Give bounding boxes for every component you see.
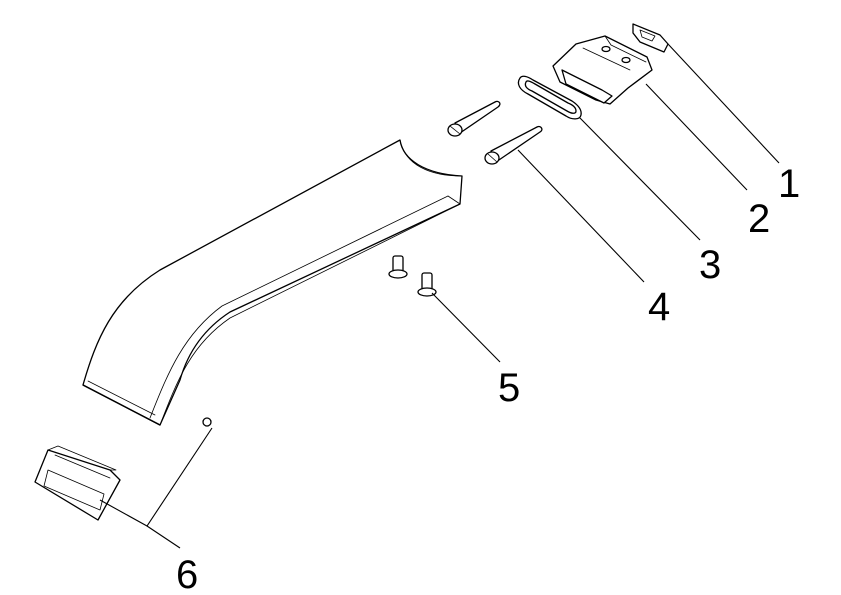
part-5-rivet-right[interactable] bbox=[417, 272, 437, 297]
main-channel-trim[interactable] bbox=[82, 139, 463, 426]
part-6-end-cap[interactable] bbox=[34, 445, 121, 521]
leader-line-2 bbox=[645, 83, 748, 191]
callout-3: 3 bbox=[699, 243, 721, 287]
part-4-screw-lower[interactable] bbox=[484, 125, 543, 165]
leader-line-3 bbox=[579, 117, 701, 241]
callout-4: 4 bbox=[648, 285, 670, 329]
leader-line-6b bbox=[146, 525, 181, 549]
part-5-rivet-left[interactable] bbox=[388, 255, 408, 279]
part-2-housing[interactable] bbox=[552, 35, 653, 105]
callout-5: 5 bbox=[498, 366, 520, 410]
leader-line-1 bbox=[667, 43, 780, 164]
callout-1: 1 bbox=[778, 162, 800, 206]
callout-6: 6 bbox=[176, 553, 198, 595]
part-1-clip[interactable] bbox=[632, 23, 669, 53]
callout-2: 2 bbox=[748, 197, 770, 241]
part-4-screw-upper[interactable] bbox=[447, 100, 501, 137]
part-6-small-screw[interactable] bbox=[202, 417, 212, 427]
part-3-gasket[interactable] bbox=[517, 75, 582, 120]
leader-line-5 bbox=[431, 292, 501, 363]
leader-line-4 bbox=[517, 149, 645, 283]
